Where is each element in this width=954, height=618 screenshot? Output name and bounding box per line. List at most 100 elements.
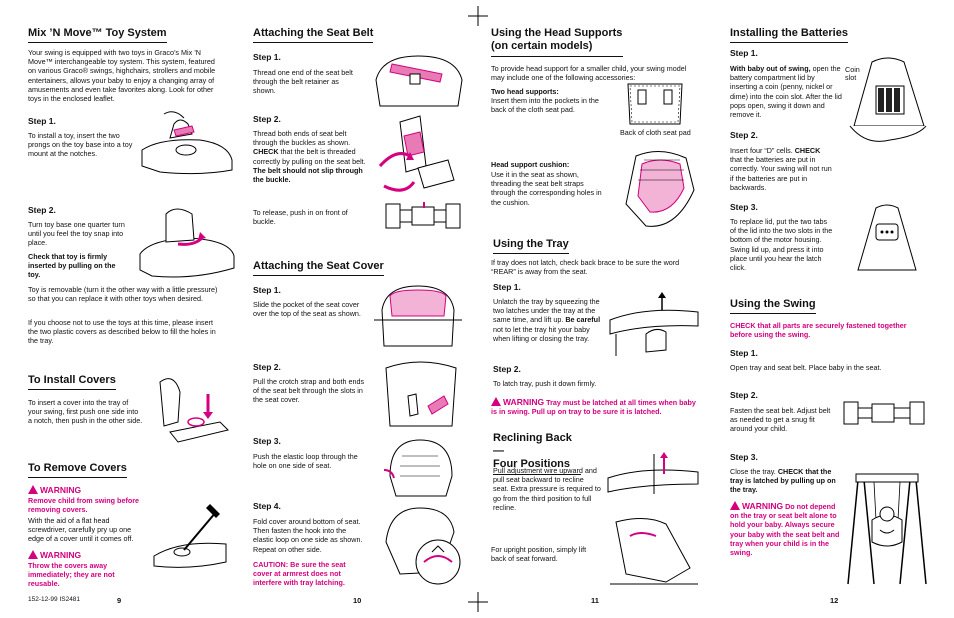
batt-step1-text: With baby out of swing, open the battery… bbox=[730, 64, 842, 119]
cushion-text: Use it in the seat as shown, threading t… bbox=[491, 170, 602, 207]
cover-step2-text: Pull the crotch strap and both ends of t… bbox=[253, 377, 365, 405]
batt-step3-label: Step 3. bbox=[730, 202, 758, 212]
install-covers-title: To Install Covers bbox=[28, 374, 116, 390]
swing-step2-label: Step 2. bbox=[730, 390, 758, 400]
swing-warning-text: Do not depend on the tray or seat belt a… bbox=[730, 502, 840, 558]
reclining-title: Reclining Back—Four Positions bbox=[493, 432, 581, 475]
cover-step4-label: Step 4. bbox=[253, 501, 281, 511]
swing-warning-label: WARNING bbox=[742, 501, 784, 511]
toy-insert-illustration bbox=[141, 111, 233, 175]
reclining-title-line2: Four Positions bbox=[493, 458, 570, 470]
buckle-release-illustration bbox=[385, 202, 461, 229]
swing-check-text: CHECK that all parts are securely fasten… bbox=[730, 321, 907, 340]
remove-covers-text: With the aid of a flat head screwdriver,… bbox=[28, 516, 134, 544]
using-swing-title: Using the Swing bbox=[730, 298, 816, 314]
belt-retainer-illustration bbox=[375, 55, 463, 107]
batt-step2-text-a: Insert four “D” cells. bbox=[730, 146, 795, 155]
cover-step1-text: Slide the pocket of the seat cover over … bbox=[253, 300, 361, 319]
tray-step2-label: Step 2. bbox=[493, 364, 521, 374]
recline-wire-illustration bbox=[607, 452, 699, 494]
tray-warning: WARNING Tray must be latched at all time… bbox=[491, 397, 701, 416]
head-supports-intro: To provide head support for a smaller ch… bbox=[491, 64, 687, 83]
two-head-supports-label: Two head supports: bbox=[491, 87, 559, 96]
swing-step3-text: Close the tray. CHECK that the tray is l… bbox=[730, 467, 840, 495]
tray-step1-bold: Be careful bbox=[565, 315, 601, 325]
batt-step2-check: CHECK bbox=[794, 146, 821, 155]
batt-step2-label: Step 2. bbox=[730, 130, 758, 140]
swing-step2-text: Fasten the seat belt. Adjust belt as nee… bbox=[730, 406, 831, 434]
cover-step3-text: Push the elastic loop through the hole o… bbox=[253, 452, 358, 471]
cover-step1-label: Step 1. bbox=[253, 285, 281, 295]
seat-belt-title: Attaching the Seat Belt bbox=[253, 27, 374, 43]
registration-mark-bottom bbox=[468, 592, 488, 612]
two-head-supports-text: Insert them into the pockets in the back… bbox=[491, 96, 599, 115]
install-covers-text: To insert a cover into the tray of your … bbox=[28, 398, 143, 426]
warning-icon bbox=[730, 501, 740, 510]
tray-warning-text: Tray must be latched at all times when b… bbox=[491, 398, 696, 417]
toy-step1-label: Step 1. bbox=[28, 116, 56, 126]
toy-removable-text: Toy is removable (turn it the other way … bbox=[28, 285, 218, 304]
tray-intro: If tray does not latch, check back brace… bbox=[491, 258, 680, 277]
belt-step2-check: CHECK bbox=[253, 147, 279, 157]
warning-icon bbox=[491, 397, 501, 406]
head-supports-title: Using the Head Supports(on certain model… bbox=[491, 27, 623, 57]
release-text: To release, push in on front of buckle. bbox=[253, 208, 348, 227]
upright-text: For upright position, simply lift back o… bbox=[491, 545, 587, 564]
belt-buckle-illustration bbox=[378, 115, 455, 192]
belt-step1-label: Step 1. bbox=[253, 52, 281, 62]
batt-step2-text: Insert four “D” cells. CHECK that the ba… bbox=[730, 146, 834, 192]
batt-step3-text: To replace lid, put the two tabs of the … bbox=[730, 217, 833, 273]
head-supports-title-line1: Using the Head Supports bbox=[491, 27, 623, 39]
cover-step1-illustration bbox=[374, 285, 462, 347]
install-covers-illustration bbox=[159, 378, 229, 443]
batt-step2-text-b: that the batteries are put in correctly.… bbox=[730, 155, 832, 192]
warning-1: WARNING bbox=[28, 485, 81, 495]
toy-turn-illustration bbox=[139, 208, 235, 278]
warning-1-text: Remove child from swing before removing … bbox=[28, 496, 140, 515]
toy-step2-label: Step 2. bbox=[28, 205, 56, 215]
tray-step2-text: To latch tray, push it down firmly. bbox=[493, 379, 597, 388]
cover-step3-illustration bbox=[383, 439, 453, 497]
page-number-10: 10 bbox=[353, 596, 362, 605]
seat-belt-fasten-illustration bbox=[843, 401, 925, 425]
toy-no-toys-text: If you choose not to use the toys at thi… bbox=[28, 318, 216, 346]
seat-cover-title: Attaching the Seat Cover bbox=[253, 260, 384, 276]
belt-step2-text-b: that the belt is threaded correctly by p… bbox=[253, 147, 366, 166]
cover-step3-label: Step 3. bbox=[253, 436, 281, 446]
toy-step1-text: To install a toy, insert the two prongs … bbox=[28, 131, 133, 159]
cover-step4-text: Fold cover around bottom of seat. Then f… bbox=[253, 517, 363, 554]
seat-pad-back-illustration bbox=[627, 83, 683, 125]
remove-covers-illustration bbox=[153, 504, 227, 568]
tray-warning-head: WARNING bbox=[491, 397, 544, 407]
battery-lid-illustration bbox=[857, 204, 917, 271]
cover-step4-illustration bbox=[385, 507, 461, 585]
tray-unlatch-illustration bbox=[609, 292, 699, 356]
page-number-12: 12 bbox=[830, 596, 839, 605]
head-cushion-illustration bbox=[625, 151, 695, 227]
toy-step2-text: Turn toy base one quarter turn until you… bbox=[28, 220, 125, 248]
batt-step1-label: Step 1. bbox=[730, 48, 758, 58]
cover-step2-label: Step 2. bbox=[253, 362, 281, 372]
remove-covers-title: To Remove Covers bbox=[28, 462, 127, 478]
warning-2-label: WARNING bbox=[40, 550, 82, 560]
warning-1-label: WARNING bbox=[40, 485, 82, 495]
baby-in-swing-illustration bbox=[847, 473, 927, 585]
page-number-9: 9 bbox=[117, 596, 122, 605]
reclining-title-line1: Reclining Back— bbox=[493, 432, 572, 457]
caution-text: CAUTION: Be sure the seat cover at armre… bbox=[253, 560, 346, 588]
footer-code: 152-12-99 IS2481 bbox=[28, 596, 81, 603]
tray-step1-text-a: Unlatch the tray by squeezing the two la… bbox=[493, 297, 600, 325]
tray-warning-label: WARNING bbox=[503, 397, 545, 407]
coin-slot-label-line1: Coin bbox=[845, 65, 860, 74]
batteries-title: Installing the Batteries bbox=[730, 27, 848, 43]
upright-seat-illustration bbox=[610, 518, 698, 585]
registration-mark-top bbox=[468, 6, 488, 26]
tray-title: Using the Tray bbox=[493, 238, 569, 254]
warning-icon bbox=[28, 485, 38, 494]
swing-step1-label: Step 1. bbox=[730, 348, 758, 358]
belt-step2-label: Step 2. bbox=[253, 114, 281, 124]
swing-step1-text: Open tray and seat belt. Place baby in t… bbox=[730, 363, 882, 372]
swing-step3-label: Step 3. bbox=[730, 452, 758, 462]
cover-step2-illustration bbox=[385, 361, 457, 427]
